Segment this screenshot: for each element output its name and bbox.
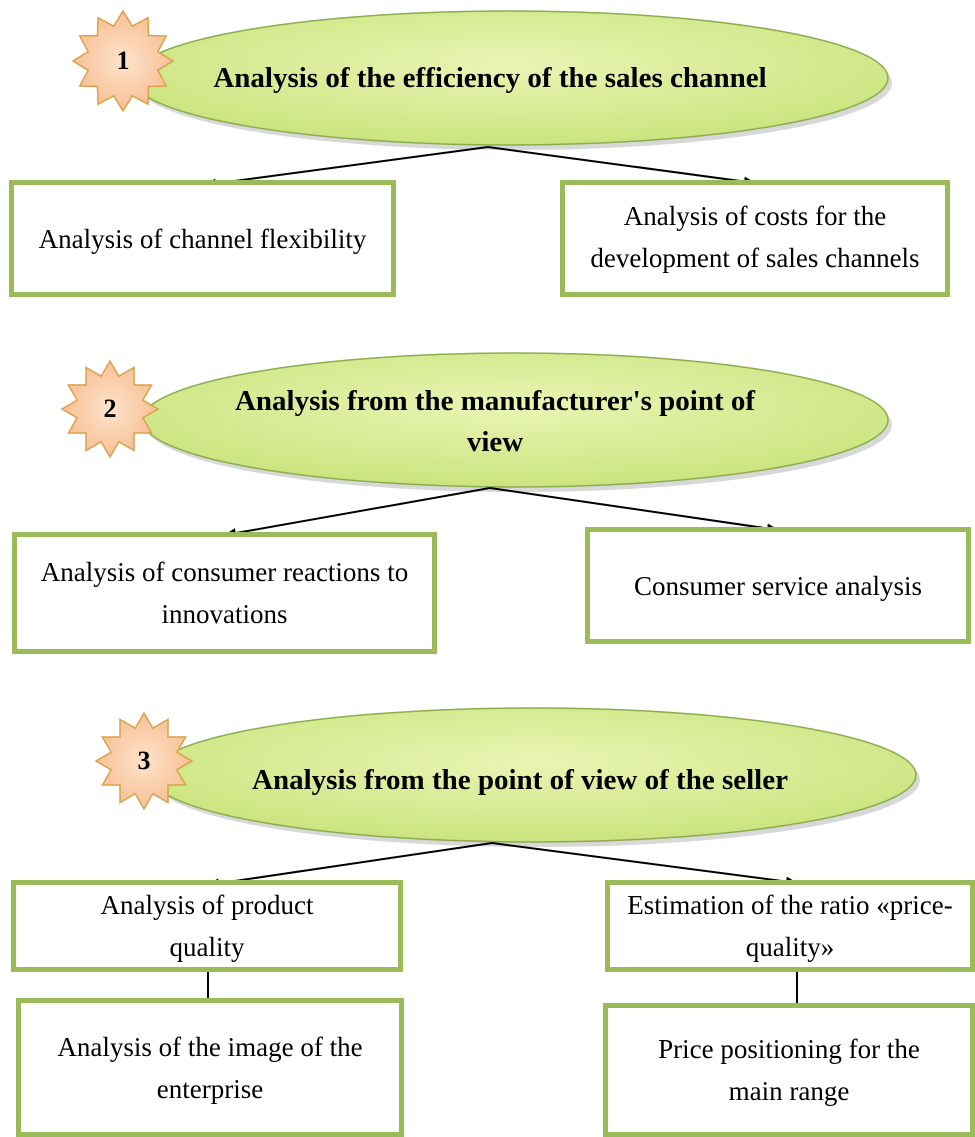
section-2-arrow-right xyxy=(489,487,779,534)
section-2-box-right: Consumer service analysis xyxy=(585,527,971,644)
section-3-box-right: Estimation of the ratio «price-quality» xyxy=(605,880,975,972)
section-3-shapes xyxy=(94,707,920,1003)
section-2-arrow-left xyxy=(224,487,491,539)
section-3-subbox-left: Analysis of the image of the enterprise xyxy=(16,998,404,1137)
section-1-box-left: Analysis of channel flexibility xyxy=(9,180,396,297)
section-1-number: 1 xyxy=(116,46,130,75)
section-3-title: Analysis from the point of view of the s… xyxy=(252,763,788,796)
section-3-arrow-right xyxy=(491,842,798,887)
section-1-arrow-left xyxy=(204,146,489,189)
section-2-shapes xyxy=(60,352,892,539)
section-1-star-badge xyxy=(71,9,175,113)
section-2-star-badge xyxy=(60,359,160,459)
section-1-arrow-right xyxy=(487,146,756,187)
section-3-box-left: Analysis of product quality xyxy=(11,880,403,972)
section-3-arrow-left xyxy=(207,842,493,889)
section-1-title: Analysis of the efficiency of the sales … xyxy=(213,61,767,94)
section-3-number: 3 xyxy=(137,746,151,775)
section-2-number: 2 xyxy=(103,394,117,423)
section-2-title: Analysis from the manufacturer's point o… xyxy=(234,385,756,458)
section-3-subbox-right: Price positioning for the main range xyxy=(603,1003,975,1137)
section-2-box-left: Analysis of consumer reactions to innova… xyxy=(12,532,437,654)
section-1-shapes xyxy=(71,9,892,189)
section-3-star-badge xyxy=(94,711,194,811)
section-1-box-right: Analysis of costs for the development of… xyxy=(560,180,950,297)
